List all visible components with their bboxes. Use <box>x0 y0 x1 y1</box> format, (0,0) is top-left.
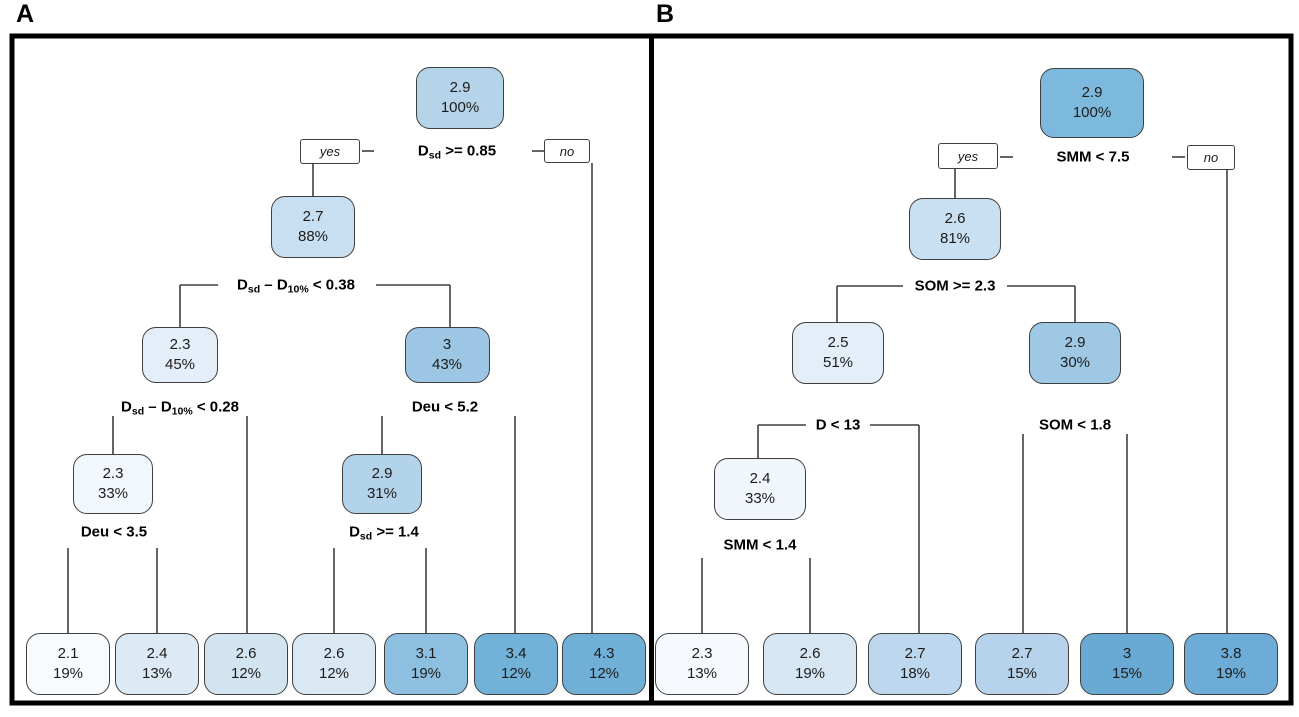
node-percent: 30% <box>1059 354 1091 371</box>
node-value: 2.1 <box>57 645 79 663</box>
node-percent: 33% <box>744 490 776 507</box>
node-value: 2.9 <box>1064 334 1086 352</box>
node-percent: 15% <box>1006 665 1038 682</box>
split-condition-label: Dsd – D10% < 0.28 <box>121 398 239 418</box>
node-percent: 12% <box>500 665 532 682</box>
node-percent: 12% <box>230 665 262 682</box>
tree-node-root: 2.9 100% <box>1040 68 1144 138</box>
split-condition-label: Deu < 5.2 <box>411 398 479 416</box>
node-value: 2.3 <box>169 336 191 354</box>
node-percent: 12% <box>318 665 350 682</box>
node-percent: 33% <box>97 485 129 502</box>
node-value: 2.3 <box>691 645 713 663</box>
split-condition-label: Dsd >= 1.4 <box>349 523 419 543</box>
node-percent: 51% <box>822 354 854 371</box>
node-value: 2.6 <box>235 645 257 663</box>
yes-edge-label: yes <box>300 138 360 164</box>
node-value: 3 <box>1122 645 1132 663</box>
tree-node-root: 2.9 100% <box>416 67 504 129</box>
no-edge-label: no <box>544 139 590 163</box>
node-value: 2.7 <box>302 208 324 226</box>
node-value: 2.7 <box>1011 645 1033 663</box>
node-percent: 15% <box>1111 665 1143 682</box>
node-percent: 43% <box>431 356 463 373</box>
node-value: 3.4 <box>505 645 527 663</box>
node-value: 2.5 <box>827 334 849 352</box>
split-condition-label: Dsd – D10% < 0.38 <box>237 276 355 296</box>
panel-a-label: A <box>16 0 35 28</box>
split-condition-label: Dsd >= 0.85 <box>417 142 497 162</box>
node-value: 3.1 <box>415 645 437 663</box>
node-percent: 100% <box>1072 104 1112 121</box>
node-value: 2.9 <box>449 79 471 97</box>
node-value: 2.6 <box>323 645 345 663</box>
node-percent: 31% <box>366 485 398 502</box>
node-percent: 12% <box>588 665 620 682</box>
split-condition-label: Deu < 3.5 <box>80 523 148 541</box>
node-value: 2.4 <box>146 645 168 663</box>
node-percent: 13% <box>141 665 173 682</box>
node-value: 2.3 <box>102 465 124 483</box>
split-condition-label: SOM >= 2.3 <box>914 277 996 295</box>
node-percent: 19% <box>52 665 84 682</box>
node-percent: 19% <box>410 665 442 682</box>
split-condition-label: SMM < 7.5 <box>1056 148 1130 166</box>
node-value: 4.3 <box>593 645 615 663</box>
node-value: 2.9 <box>1081 84 1103 102</box>
no-edge-label: no <box>1187 144 1235 170</box>
yes-edge-label: yes <box>938 143 998 169</box>
node-percent: 18% <box>899 665 931 682</box>
node-value: 2.7 <box>904 645 926 663</box>
split-condition-label: SOM < 1.8 <box>1038 416 1112 434</box>
node-percent: 81% <box>939 230 971 247</box>
node-percent: 19% <box>1215 665 1247 682</box>
node-value: 3 <box>442 336 452 354</box>
node-value: 2.6 <box>799 645 821 663</box>
node-percent: 88% <box>297 228 329 245</box>
node-percent: 13% <box>686 665 718 682</box>
node-value: 2.9 <box>371 465 393 483</box>
node-value: 2.4 <box>749 470 771 488</box>
node-value: 3.8 <box>1220 645 1242 663</box>
node-percent: 100% <box>440 99 480 116</box>
split-condition-label: D < 13 <box>815 416 861 434</box>
split-condition-label: SMM < 1.4 <box>723 536 797 554</box>
figure-border <box>9 33 1294 706</box>
node-percent: 45% <box>164 356 196 373</box>
node-percent: 19% <box>794 665 826 682</box>
node-value: 2.6 <box>944 210 966 228</box>
panel-b-label: B <box>656 0 675 28</box>
